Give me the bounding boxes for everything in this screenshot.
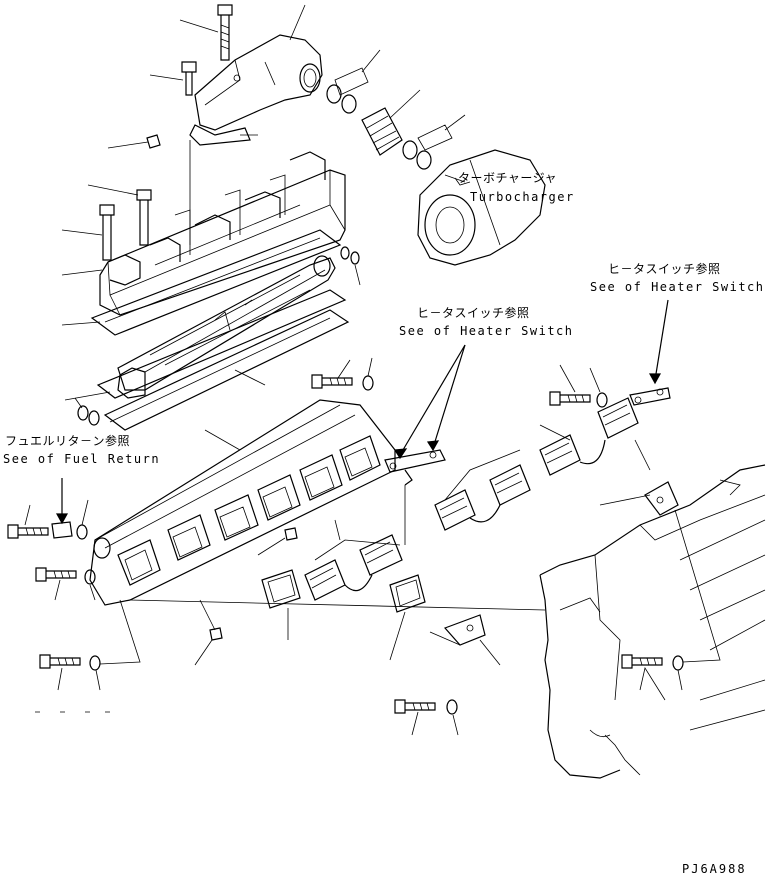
- heater-gasket-1: [64, 289, 347, 401]
- intake-manifold: [89, 399, 396, 606]
- turbocharger-label-jp: ターボチャージャ: [458, 171, 558, 185]
- bolt-washer-left-2: [39, 654, 101, 691]
- bellows-joint: [361, 89, 421, 156]
- heater-switch-right-label-jp: ヒ－タスイッチ参照: [608, 262, 721, 276]
- top-bolt: [217, 4, 233, 61]
- exhaust-outlet-pipe: [189, 34, 323, 146]
- heater-switch-mid-label-en: See of Heater Switch: [399, 324, 574, 338]
- fuel-return-label-en: See of Fuel Return: [3, 452, 161, 466]
- manifold-bolts: [61, 184, 152, 276]
- heater-switch-mid-label-jp: ヒ－タスイッチ参照: [417, 306, 530, 320]
- bolt-washer-bottom-right: [621, 654, 684, 701]
- heater-seal-rings: [340, 246, 361, 286]
- small-bolt-left: [146, 134, 161, 149]
- seal-rings-lower: [402, 114, 466, 170]
- square-gasket-left: [261, 569, 301, 640]
- square-gasket-right: [389, 574, 426, 661]
- bolt-washer-left-1: [35, 567, 96, 601]
- intake-heater: [117, 255, 336, 399]
- manifold-gasket: [61, 229, 342, 336]
- heater-switch-right-label-en: See of Heater Switch: [590, 280, 765, 294]
- turbocharger: [417, 149, 546, 266]
- fuel-return-bolt: [7, 478, 89, 540]
- heater-relay-mid: [434, 449, 531, 531]
- heater-relay-right: [539, 397, 651, 476]
- bolt-washer-bottom-center: [394, 699, 459, 736]
- exhaust-manifold-upper: [99, 151, 346, 316]
- bolt-washer-mid: [311, 357, 374, 391]
- terminal-bracket-mid: [384, 449, 446, 545]
- bolt-washer-right: [549, 364, 608, 408]
- heater-relay-center: [304, 519, 403, 601]
- seal-rings-upper: [326, 49, 381, 114]
- short-bolt: [181, 61, 197, 96]
- engine-block: [539, 464, 766, 779]
- drawing-code: PJ6A988: [682, 862, 747, 876]
- fuel-return-label-jp: フュエルリタ－ン参照: [5, 434, 131, 448]
- terminal-bracket-right: [629, 387, 671, 406]
- engine-bracket-bottom: [429, 614, 501, 666]
- engine-bracket-top: [599, 481, 721, 663]
- small-o-rings: [74, 397, 100, 426]
- heater-gasket-2: [103, 309, 350, 431]
- turbocharger-label-en: Turbocharger: [470, 190, 575, 204]
